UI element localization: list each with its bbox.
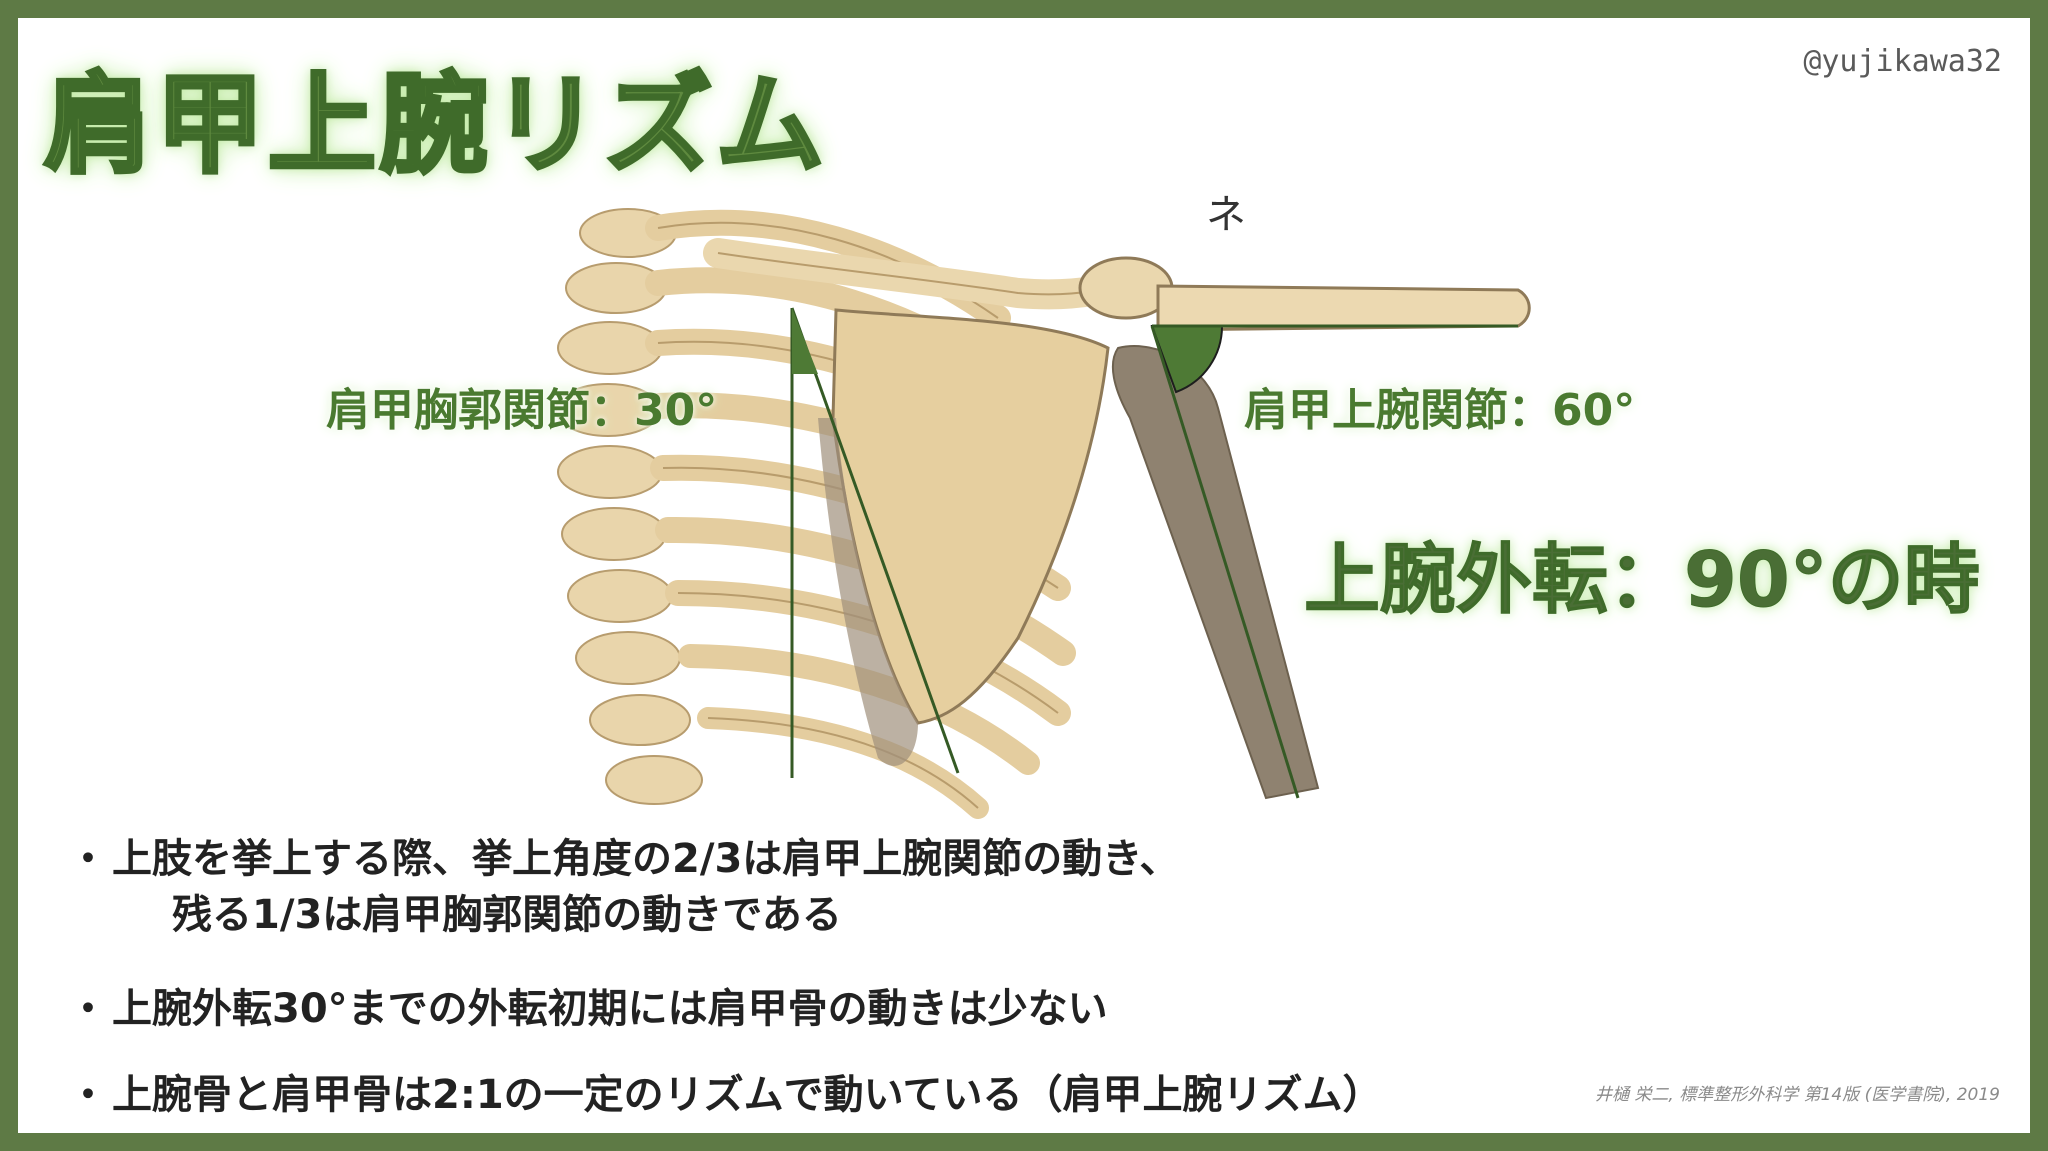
bullet-item: ・上腕外転30°までの外転初期には肩甲骨の動きは少ない bbox=[68, 976, 1108, 1034]
shoulder-anatomy-illustration: ネ bbox=[555, 192, 1531, 819]
angle-reference-lines bbox=[790, 307, 1518, 799]
glenohumeral-angle-marker bbox=[1150, 325, 1224, 394]
glenohumeral-label: 肩甲上腕関節：60° bbox=[1244, 385, 1636, 436]
bullet-continuation: 残る1/3は肩甲胸郭関節の動きである bbox=[172, 892, 842, 938]
slide-title: 肩甲上腕リズム bbox=[42, 61, 829, 190]
bullet-text: 上肢を挙上する際、挙上角度の2/3は肩甲上腕関節の動き、 bbox=[112, 836, 1180, 882]
bullet-marker: ・ bbox=[68, 1072, 108, 1118]
citation: 井樋 栄二, 標準整形外科学 第14版 (医学書院), 2019 bbox=[1595, 1085, 2000, 1105]
slide-frame: 肩甲上腕リズム @yujikawa32 bbox=[18, 18, 2030, 1133]
author-handle: @yujikawa32 bbox=[1803, 44, 2002, 79]
handwritten-mark: ネ bbox=[1206, 192, 1246, 238]
scapulothoracic-angle-marker bbox=[792, 308, 818, 374]
bullet-marker: ・ bbox=[68, 986, 108, 1032]
humerus-abducted bbox=[1156, 284, 1531, 332]
bullet-text: 上腕骨と肩甲骨は2:1の一定のリズムで動いている（肩甲上腕リズム） bbox=[112, 1072, 1383, 1118]
abduction-label: 上腕外転：90°の時 bbox=[1304, 535, 1981, 625]
bullet-text: 上腕外転30°までの外転初期には肩甲骨の動きは少ない bbox=[112, 986, 1108, 1032]
bullet-item: ・上腕骨と肩甲骨は2:1の一定のリズムで動いている（肩甲上腕リズム） bbox=[68, 1062, 1382, 1120]
bullet-item: ・上肢を挙上する際、挙上角度の2/3は肩甲上腕関節の動き、 bbox=[68, 826, 1179, 884]
humerus-reference bbox=[1111, 345, 1320, 800]
spine-vertebrae bbox=[555, 208, 703, 805]
bullet-marker: ・ bbox=[68, 836, 108, 882]
scapulothoracic-label: 肩甲胸郭関節：30° bbox=[326, 385, 718, 436]
